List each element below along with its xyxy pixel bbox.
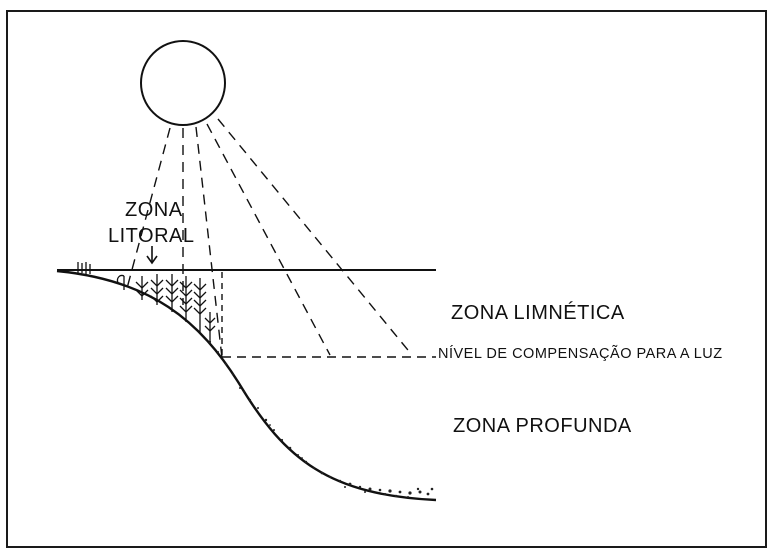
zona-litoral-label-line2: LITORAL <box>108 225 195 247</box>
zona-profunda-label: ZONA PROFUNDA <box>453 415 632 437</box>
light-ray-4 <box>206 123 331 356</box>
light-ray-5 <box>217 118 413 356</box>
nivel-compensacao-label: NÍVEL DE COMPENSAÇÃO PARA A LUZ <box>438 346 723 362</box>
zona-limnetica-label: ZONA LIMNÉTICA <box>451 302 625 324</box>
light-ray-1 <box>125 127 171 293</box>
light-ray-3 <box>195 126 223 359</box>
sun-icon <box>140 40 226 126</box>
arrow-down-icon <box>146 246 158 265</box>
zona-litoral-label-line1: ZONA <box>125 199 183 221</box>
diagram-frame <box>6 10 767 548</box>
lake-bottom-profile <box>56 269 437 502</box>
light-rays <box>125 118 413 359</box>
aquatic-plants-icon <box>77 262 216 342</box>
bottom-sediment <box>208 340 434 498</box>
